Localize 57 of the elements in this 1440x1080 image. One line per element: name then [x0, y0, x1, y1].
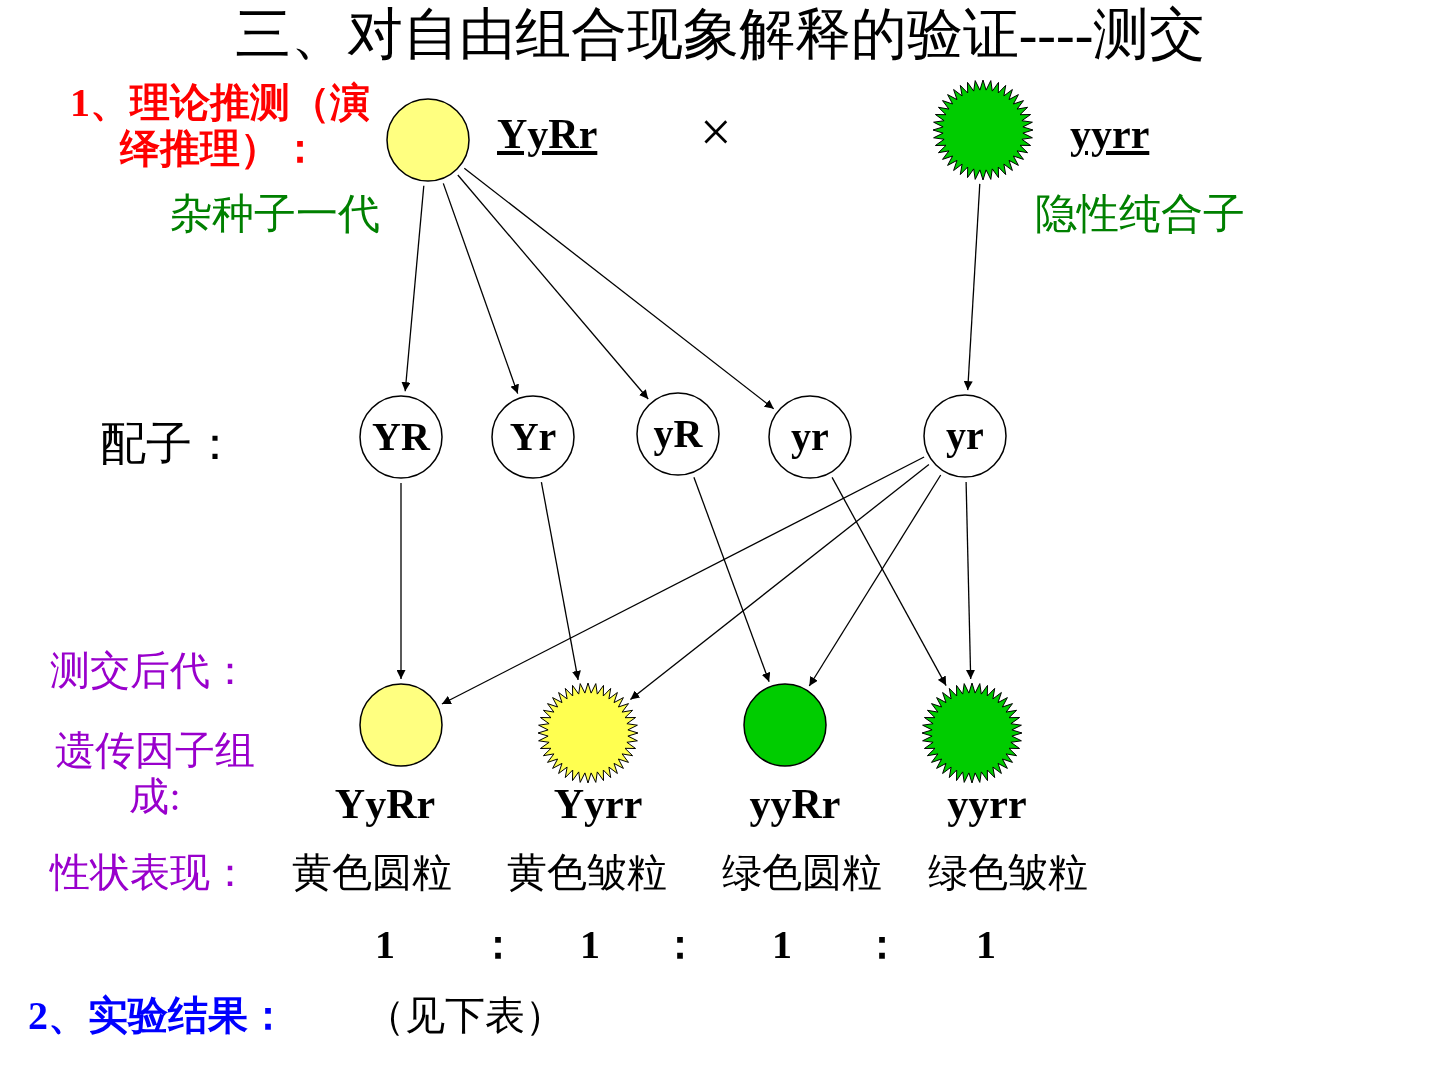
spiky-seed-shape — [922, 683, 1022, 783]
ratio-number: 1 — [976, 922, 996, 968]
gamete-circle — [768, 395, 852, 479]
gamete-label: yR — [653, 414, 703, 454]
arrow — [463, 167, 775, 410]
spiky-seed-shape — [538, 683, 638, 783]
genotype-text: YyRr — [497, 110, 598, 159]
ratio-separator: ： — [660, 922, 700, 968]
phenotype-text: 绿色皱粒 — [928, 850, 1088, 896]
arrow — [629, 463, 930, 701]
gamete-circle — [923, 394, 1007, 478]
genotype-text: yyrr — [946, 780, 1028, 829]
arrow — [540, 481, 581, 681]
section-heading: 1、理论推测（演绎推理）： — [69, 80, 371, 172]
arrow — [396, 482, 406, 680]
arrow — [457, 174, 649, 400]
arrow — [963, 183, 981, 391]
gamete-circle — [359, 395, 443, 479]
arrow — [441, 456, 925, 705]
genotype-text: yyrr — [1070, 110, 1150, 159]
round-seed-shape — [359, 683, 443, 767]
title: 三、对自由组合现象解释的验证----测交 — [233, 2, 1207, 67]
generation-label: 杂种子一代 — [170, 190, 380, 239]
spiky-seed-shape — [933, 80, 1033, 180]
gamete-label: Yr — [509, 417, 557, 457]
gamete-label: yr — [791, 417, 829, 457]
genotype-text: yyRr — [748, 780, 842, 829]
ratio-separator: ： — [862, 922, 902, 968]
ratio-number: 1 — [375, 922, 395, 968]
cross-sign: × — [700, 100, 732, 165]
phenotype-text: 黄色圆粒 — [292, 850, 452, 896]
arrow — [442, 182, 519, 395]
arrow — [831, 476, 947, 687]
ratio-number: 1 — [772, 922, 792, 968]
round-seed-shape — [743, 683, 827, 767]
phenotype-text: 黄色皱粒 — [507, 850, 667, 896]
genotype-text: YyRr — [333, 780, 437, 829]
row-label: 测交后代： — [50, 648, 250, 694]
gamete-circle — [491, 395, 575, 479]
gamete-circle — [636, 392, 720, 476]
gamete-label: yr — [946, 416, 984, 456]
arrow — [808, 474, 942, 687]
gamete-label: YR — [372, 417, 430, 457]
note-text: （见下表） — [365, 993, 565, 1039]
round-seed-shape — [386, 98, 470, 182]
row-label: 性状表现： — [50, 850, 250, 896]
arrow — [401, 185, 425, 392]
arrow — [965, 481, 975, 680]
genotype-text: Yyrr — [552, 780, 644, 829]
row-label: 配子： — [100, 418, 238, 471]
row-label: 遗传因子组成: — [54, 728, 256, 820]
section-heading: 2、实验结果： — [28, 993, 288, 1039]
ratio-separator: ： — [478, 922, 518, 968]
generation-label: 隐性纯合子 — [1035, 190, 1245, 239]
ratio-number: 1 — [580, 922, 600, 968]
arrow — [693, 476, 771, 683]
phenotype-text: 绿色圆粒 — [722, 850, 882, 896]
